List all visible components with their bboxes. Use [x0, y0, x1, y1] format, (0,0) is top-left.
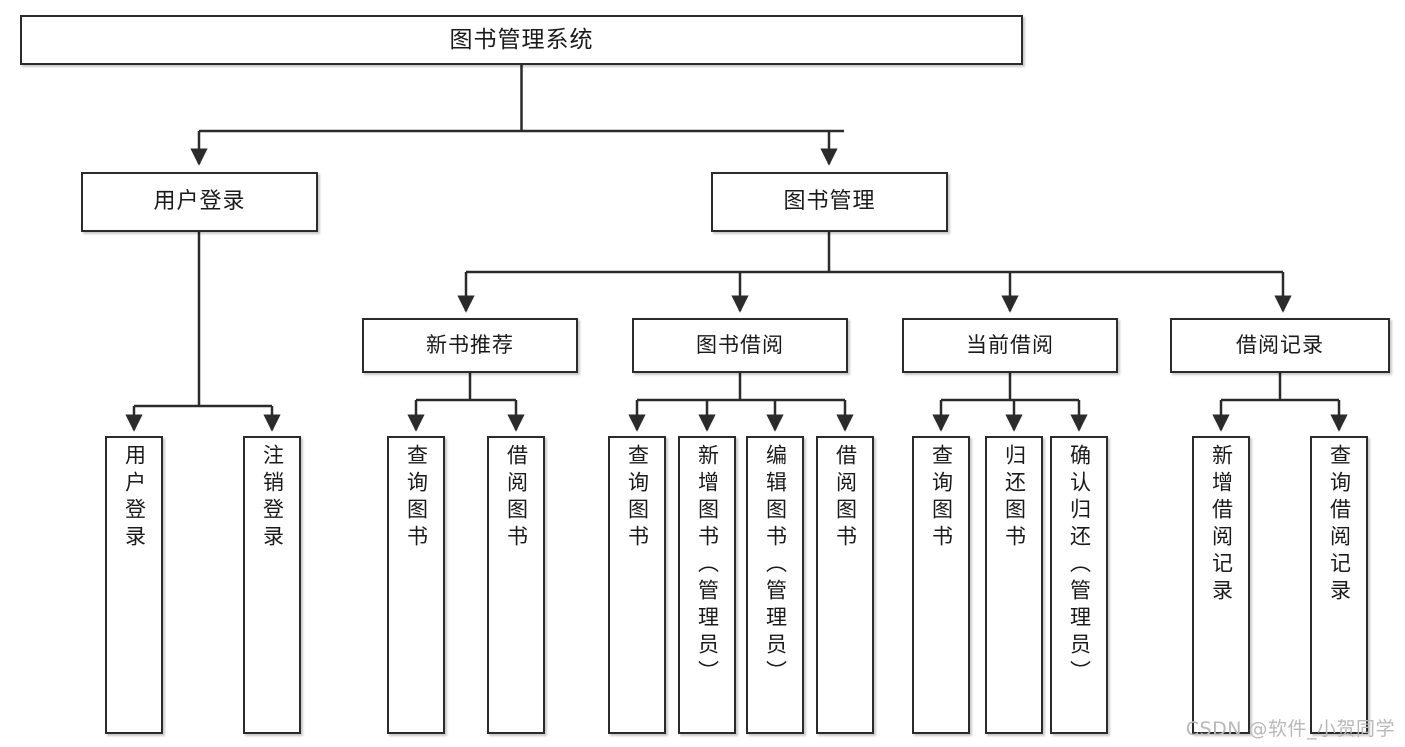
node-leaf-borrow-book-1-label: 借阅图书: [504, 444, 529, 552]
node-leaf-return-book[interactable]: 归还图书: [985, 436, 1043, 734]
node-leaf-logout-label: 注销登录: [260, 444, 285, 552]
node-leaf-borrow-book-2-label: 借阅图书: [833, 444, 858, 552]
node-leaf-query-book-2-label: 查询图书: [625, 444, 650, 552]
node-leaf-add-book[interactable]: 新增图书（管理员）: [678, 436, 736, 734]
node-leaf-query-book-2[interactable]: 查询图书: [608, 436, 666, 734]
node-current-borrow[interactable]: 当前借阅: [902, 318, 1118, 373]
node-leaf-add-record-label: 新增借阅记录: [1209, 444, 1234, 606]
node-user-login[interactable]: 用户登录: [81, 172, 318, 232]
node-leaf-add-book-label: 新增图书（管理员）: [695, 444, 720, 687]
node-book-borrow[interactable]: 图书借阅: [632, 318, 848, 373]
node-user-login-label: 用户登录: [153, 189, 246, 215]
node-leaf-edit-book[interactable]: 编辑图书（管理员）: [746, 436, 804, 734]
node-leaf-query-record[interactable]: 查询借阅记录: [1310, 436, 1368, 734]
node-leaf-confirm-return[interactable]: 确认归还（管理员）: [1050, 436, 1108, 734]
node-new-book-rec[interactable]: 新书推荐: [362, 318, 578, 373]
node-leaf-query-book-3[interactable]: 查询图书: [912, 436, 970, 734]
node-leaf-user-login-label: 用户登录: [122, 444, 147, 552]
node-leaf-query-record-label: 查询借阅记录: [1327, 444, 1352, 606]
node-leaf-query-book-1[interactable]: 查询图书: [387, 436, 445, 734]
node-leaf-return-book-label: 归还图书: [1002, 444, 1027, 552]
node-leaf-edit-book-label: 编辑图书（管理员）: [763, 444, 788, 687]
node-leaf-user-login[interactable]: 用户登录: [105, 436, 163, 734]
node-leaf-query-book-1-label: 查询图书: [404, 444, 429, 552]
node-leaf-confirm-return-label: 确认归还（管理员）: [1067, 444, 1092, 687]
node-leaf-query-book-3-label: 查询图书: [929, 444, 954, 552]
node-leaf-logout[interactable]: 注销登录: [243, 436, 301, 734]
node-borrow-record[interactable]: 借阅记录: [1170, 318, 1390, 373]
node-leaf-borrow-book-1[interactable]: 借阅图书: [487, 436, 545, 734]
node-book-manage[interactable]: 图书管理: [711, 172, 948, 232]
node-borrow-record-label: 借阅记录: [1236, 333, 1324, 358]
node-current-borrow-label: 当前借阅: [966, 333, 1054, 358]
node-root-label: 图书管理系统: [449, 26, 594, 53]
node-leaf-add-record[interactable]: 新增借阅记录: [1192, 436, 1250, 734]
node-book-manage-label: 图书管理: [783, 189, 876, 215]
node-root[interactable]: 图书管理系统: [20, 15, 1023, 65]
csdn-watermark: CSDN @软件_小贺同学: [1185, 718, 1395, 740]
node-new-book-rec-label: 新书推荐: [426, 333, 514, 358]
node-leaf-borrow-book-2[interactable]: 借阅图书: [816, 436, 874, 734]
node-book-borrow-label: 图书借阅: [696, 333, 784, 358]
